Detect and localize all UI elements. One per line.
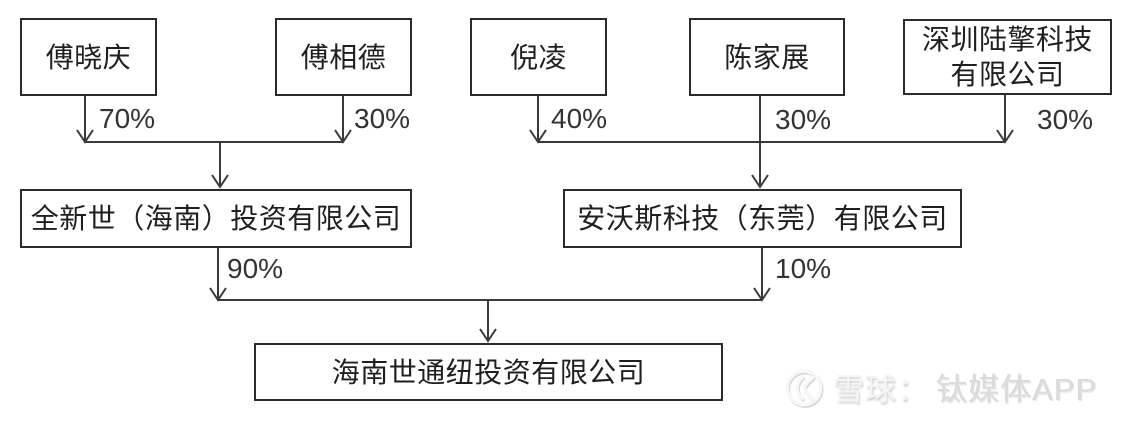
ownership-label-fu-xiangde: 30% bbox=[354, 103, 411, 134]
node-chen-jiazhan: 陈家展 bbox=[689, 18, 845, 96]
node-label: 倪凌 bbox=[509, 41, 567, 73]
node-label: 深圳陆擎科技 有限公司 bbox=[921, 24, 1093, 90]
ownership-label-fu-xiaoqing: 70% bbox=[99, 103, 156, 134]
watermark: 雪球： 钛媒体APP bbox=[784, 368, 1097, 410]
ownership-label-shenzhen-luqing: 30% bbox=[1037, 104, 1094, 135]
ownership-label-chen-jiazhan: 30% bbox=[775, 104, 832, 135]
ownership-label-quanxinshi: 90% bbox=[227, 253, 284, 284]
arrowhead-down-icon bbox=[479, 328, 497, 343]
xueqiu-snowball-icon bbox=[785, 369, 824, 408]
node-label: 全新世（海南）投资有限公司 bbox=[30, 203, 402, 234]
node-label: 傅晓庆 bbox=[45, 41, 132, 73]
ownership-label-ni-ling: 40% bbox=[551, 103, 608, 134]
node-label: 海南世通纽投资有限公司 bbox=[331, 356, 646, 388]
node-fu-xiangde: 傅相德 bbox=[275, 18, 412, 96]
ownership-label-anwosi: 10% bbox=[775, 253, 832, 284]
arrowhead-down-icon bbox=[751, 174, 769, 189]
node-anwosi-dongguan: 安沃斯科技（东莞）有限公司 bbox=[563, 189, 962, 248]
node-label: 陈家展 bbox=[724, 41, 810, 73]
node-label: 安沃斯科技（东莞）有限公司 bbox=[577, 203, 948, 234]
node-ni-ling: 倪凌 bbox=[470, 18, 607, 96]
arrowhead-down-icon bbox=[996, 129, 1014, 144]
node-hainan-shitongniu: 海南世通纽投资有限公司 bbox=[254, 343, 723, 401]
arrowhead-down-icon bbox=[211, 174, 229, 189]
watermark-source-label: 雪球： bbox=[833, 371, 929, 407]
node-fu-xiaoqing: 傅晓庆 bbox=[20, 18, 157, 96]
watermark-brand-label: 钛媒体APP bbox=[936, 371, 1098, 407]
node-shenzhen-luqing: 深圳陆擎科技 有限公司 bbox=[903, 19, 1112, 95]
node-label: 傅相德 bbox=[300, 41, 387, 73]
node-quanxinshi-hainan: 全新世（海南）投资有限公司 bbox=[20, 189, 412, 248]
